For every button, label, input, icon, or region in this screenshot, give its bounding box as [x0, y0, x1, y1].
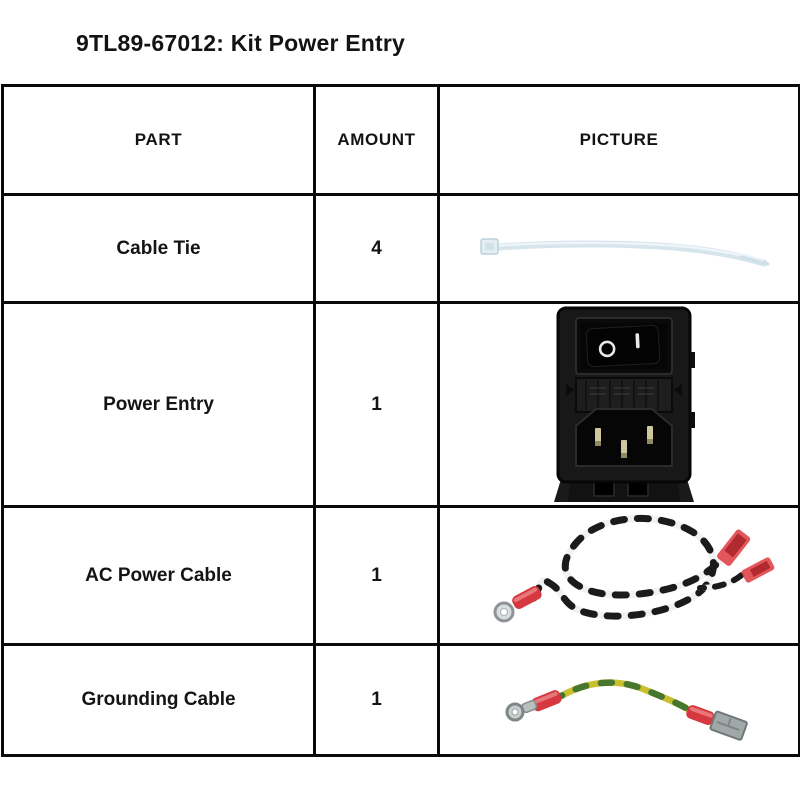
part-cell-ac-power-cable: AC Power Cable [1, 505, 316, 646]
amount-value: 1 [371, 393, 382, 415]
iec-inlet-icon [574, 408, 673, 467]
picture-cell [437, 193, 800, 304]
power-entry-module-photo-icon [553, 306, 695, 502]
header-part: PART [1, 84, 316, 196]
amount-cell: 4 [313, 193, 440, 304]
amount-cell: 1 [313, 301, 440, 508]
part-name: Power Entry [103, 393, 214, 415]
inlet-pins-icon [594, 426, 653, 458]
part-name: AC Power Cable [85, 564, 232, 586]
spade-terminal-icon [685, 705, 748, 741]
picture-cell [437, 643, 800, 757]
table-row: AC Power Cable 1 [1, 505, 800, 646]
table-row: Cable Tie 4 [1, 193, 800, 304]
amount-value: 1 [371, 564, 382, 586]
picture-cell [437, 301, 800, 508]
ring-terminal-icon [493, 586, 542, 623]
parts-table: PART AMOUNT PICTURE Cable Tie 4 [1, 84, 800, 757]
amount-cell: 1 [313, 505, 440, 646]
amount-cell: 1 [313, 643, 440, 757]
part-cell-grounding-cable: Grounding Cable [1, 643, 316, 757]
ring-terminal-icon [505, 690, 562, 722]
part-cell-cable-tie: Cable Tie [1, 193, 316, 304]
spade-terminal-icon [716, 529, 774, 583]
amount-value: 1 [371, 689, 382, 710]
header-amount: AMOUNT [313, 84, 440, 196]
table-header-row: PART AMOUNT PICTURE [1, 84, 800, 196]
table-row: Power Entry 1 [1, 301, 800, 508]
part-cell-power-entry: Power Entry [1, 301, 316, 508]
yellow-green-ground-cable-photo-icon [505, 679, 748, 741]
amount-value: 4 [371, 237, 382, 259]
picture-cell [437, 505, 800, 646]
cable-tie-photo-icon [479, 238, 769, 267]
rocker-switch-icon [585, 325, 660, 368]
rocker-off-mark [598, 340, 615, 358]
part-name: Cable Tie [116, 237, 201, 259]
header-part-label: PART [134, 130, 183, 149]
table-row: Grounding Cable 1 [1, 643, 800, 757]
twisted-black-white-cable-photo-icon [493, 514, 774, 623]
rocker-on-mark [634, 333, 640, 349]
header-picture-label: PICTURE [579, 130, 659, 149]
header-amount-label: AMOUNT [337, 130, 416, 149]
header-picture: PICTURE [437, 84, 800, 196]
page-title: 9TL89-67012: Kit Power Entry [76, 30, 405, 56]
part-name: Grounding Cable [81, 689, 236, 710]
